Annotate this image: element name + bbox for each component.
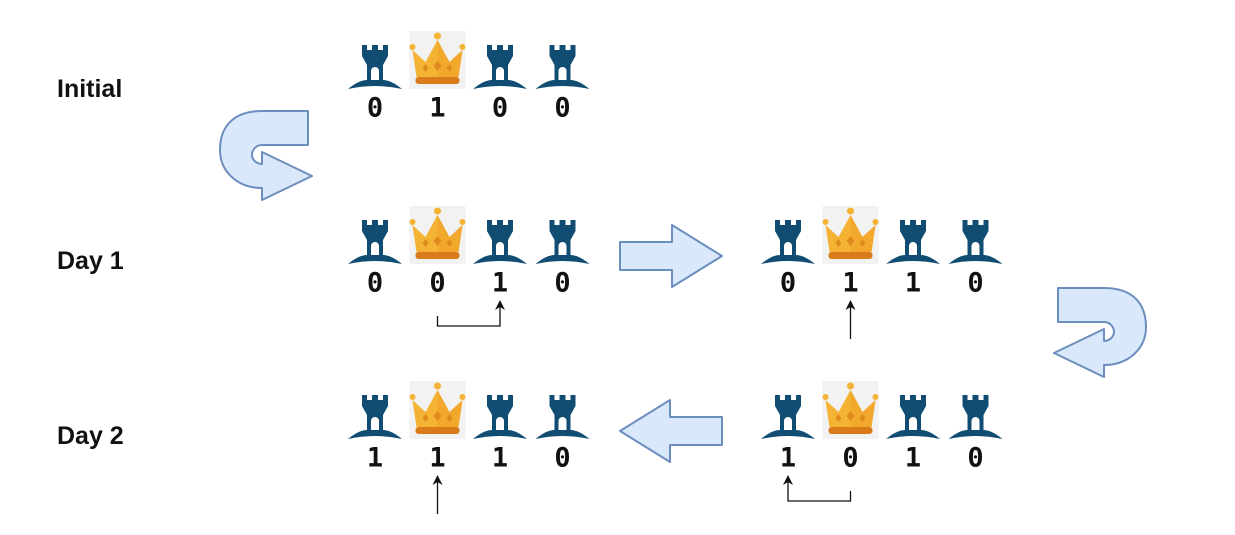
state-day2-step-b: 1 1 1 0 [348, 381, 590, 514]
castle-tower-icon [535, 220, 590, 264]
bit-value: 0 [429, 268, 445, 299]
bit-value: 1 [367, 443, 383, 474]
bit-value: 1 [905, 268, 921, 299]
castle-tower-icon [473, 220, 527, 264]
u-turn-arrow-right [1053, 287, 1147, 378]
crown-icon [822, 381, 879, 439]
bit-value: 1 [780, 443, 796, 474]
crown-icon [409, 381, 466, 439]
crown-icon [409, 31, 466, 89]
castle-tower-icon [948, 220, 1003, 264]
arrow-right-day1 [619, 224, 723, 288]
pointer-elbow-arrow [783, 475, 852, 502]
state-initial: 0 1 0 0 [348, 31, 590, 124]
castle-tower-icon [886, 395, 940, 439]
bit-value: 0 [842, 443, 858, 474]
castle-tower-icon [473, 395, 527, 439]
bit-value: 0 [554, 268, 570, 299]
bit-value: 1 [905, 443, 921, 474]
arrow-left-day2 [619, 399, 723, 463]
bit-value: 0 [367, 268, 383, 299]
row-label-initial: Initial [57, 75, 123, 103]
castle-tower-icon [948, 395, 1003, 439]
castle-tower-icon [761, 220, 815, 264]
castle-tower-icon [535, 45, 590, 89]
bit-value: 0 [554, 443, 570, 474]
bit-value: 0 [492, 93, 508, 124]
row-label-day2: Day 2 [57, 422, 124, 450]
castle-tower-icon [348, 220, 402, 264]
crown-icon [409, 206, 466, 264]
castle-tower-icon [473, 45, 527, 89]
state-day2-step-a: 1 0 1 0 [761, 381, 1003, 502]
bit-value: 0 [780, 268, 796, 299]
bit-value: 0 [554, 93, 570, 124]
bit-value: 1 [492, 443, 508, 474]
state-day1-step-b: 0 1 1 0 [761, 206, 1003, 339]
castle-tower-icon [535, 395, 590, 439]
castle-tower-icon [348, 395, 402, 439]
bit-value: 1 [429, 93, 445, 124]
crown-icon [822, 206, 879, 264]
castle-tower-icon [886, 220, 940, 264]
castle-tower-icon [761, 395, 815, 439]
bit-value: 0 [367, 93, 383, 124]
bit-value: 0 [967, 268, 983, 299]
u-turn-arrow-left [219, 110, 313, 201]
bit-value: 1 [492, 268, 508, 299]
pointer-elbow-arrow [436, 300, 505, 327]
row-label-day1: Day 1 [57, 247, 124, 275]
bit-value: 0 [967, 443, 983, 474]
bit-value: 1 [429, 443, 445, 474]
bit-value: 1 [842, 268, 858, 299]
castle-tower-icon [348, 45, 402, 89]
state-day1-step-a: 0 0 1 0 [348, 206, 590, 327]
